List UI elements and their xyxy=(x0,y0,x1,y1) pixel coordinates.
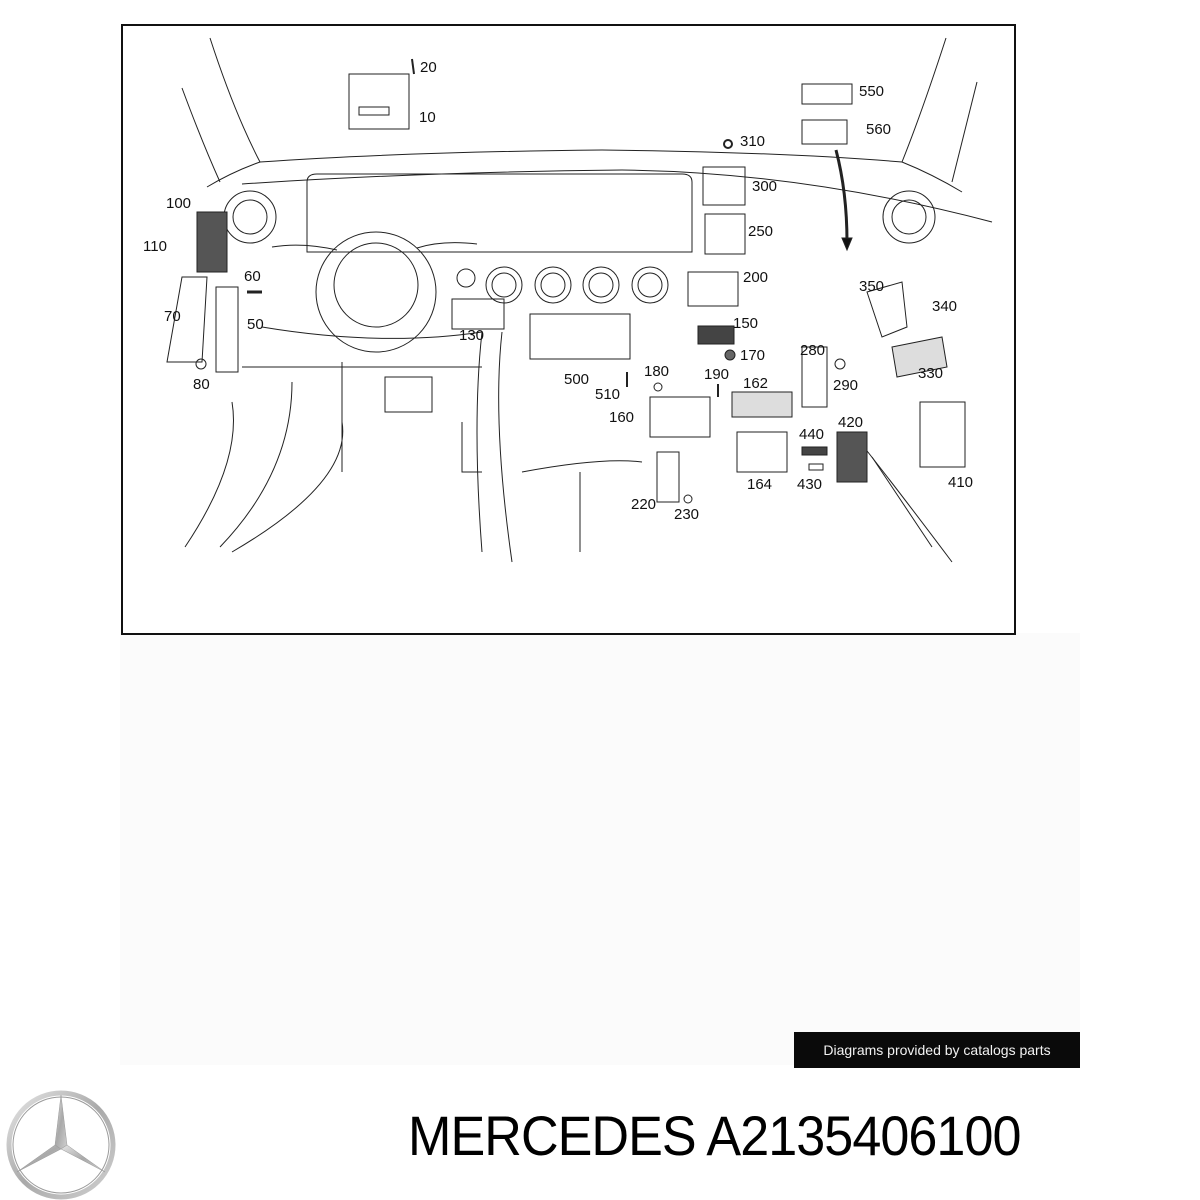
callout-label: 420 xyxy=(838,414,864,431)
callout-label: 110 xyxy=(143,238,167,255)
callout-label: 100 xyxy=(166,195,192,212)
callout-label: 180 xyxy=(644,363,670,380)
callout-label: 130 xyxy=(459,327,485,344)
parts-diagram-frame: 20 10 100 110 60 70 50 80 130 500 510 18… xyxy=(121,24,1016,635)
callout-label: 80 xyxy=(193,376,210,393)
callout-label: 50 xyxy=(247,316,264,333)
callout-label: 164 xyxy=(747,476,773,493)
diagram-credit-watermark: Diagrams provided by catalogs parts xyxy=(794,1032,1080,1068)
callout-label: 150 xyxy=(733,315,759,332)
callout-label: 160 xyxy=(609,409,635,426)
callout-label: 350 xyxy=(859,278,885,295)
callout-label: 220 xyxy=(631,496,657,513)
callout-label: 20 xyxy=(420,59,437,76)
callout-label: 10 xyxy=(419,109,436,126)
callout-label: 430 xyxy=(797,476,823,493)
mercedes-star-icon xyxy=(6,1090,116,1200)
callout-label: 250 xyxy=(748,223,774,240)
callout-label: 410 xyxy=(948,474,974,491)
background-panel xyxy=(120,633,1080,1065)
callout-label: 550 xyxy=(859,83,885,100)
callout-label: 170 xyxy=(740,347,766,364)
callout-label: 510 xyxy=(595,386,621,403)
dashboard-line-art xyxy=(166,37,993,563)
callout-label: 300 xyxy=(752,178,778,195)
callout-label: 560 xyxy=(866,121,892,138)
callout-label: 440 xyxy=(799,426,825,443)
callout-label: 162 xyxy=(743,375,769,392)
callout-label: 340 xyxy=(932,298,958,315)
callout-label: 500 xyxy=(564,371,590,388)
callout-label: 190 xyxy=(704,366,730,383)
callout-label: 70 xyxy=(164,308,181,325)
part-number-title: MERCEDES A2135406100 xyxy=(408,1104,1021,1167)
callout-label: 330 xyxy=(918,365,944,382)
callout-label: 200 xyxy=(743,269,769,286)
callout-label: 60 xyxy=(244,268,261,285)
callout-label: 280 xyxy=(800,342,826,359)
callout-label: 310 xyxy=(740,133,766,150)
callout-label: 230 xyxy=(674,506,700,523)
callout-label: 290 xyxy=(833,377,859,394)
